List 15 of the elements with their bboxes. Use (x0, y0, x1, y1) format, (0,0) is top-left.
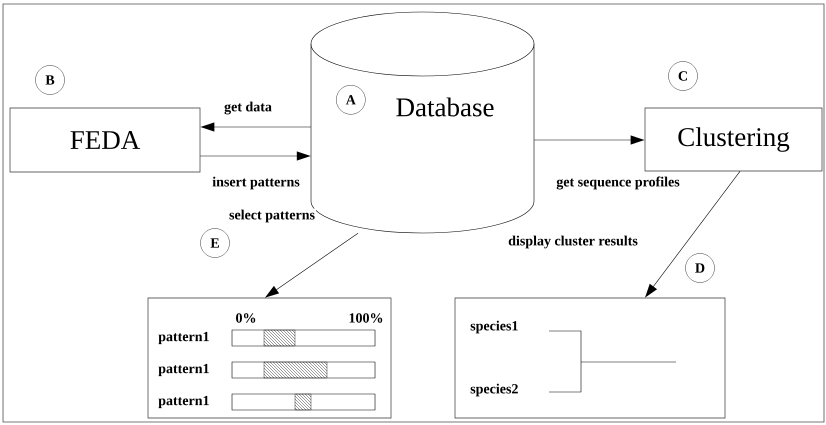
row-label: species2 (470, 384, 518, 396)
row-label: pattern1 (158, 332, 209, 344)
row-label: pattern1 (158, 364, 209, 376)
row-label: species1 (470, 320, 518, 334)
axis-label: 0% (236, 313, 256, 323)
edge-label: display cluster results (507, 234, 639, 250)
edge-label: select patterns (228, 208, 316, 224)
process-box: Clustering (644, 108, 822, 172)
node-label: Database (396, 97, 494, 116)
row-label: pattern1 (158, 396, 209, 408)
edge-label: insert patterns (211, 176, 301, 190)
edge-label: get sequence profiles (555, 176, 681, 190)
edge-label: get data (223, 100, 273, 116)
process-box: FEDA (10, 108, 200, 172)
axis-label: 100% (350, 313, 382, 323)
